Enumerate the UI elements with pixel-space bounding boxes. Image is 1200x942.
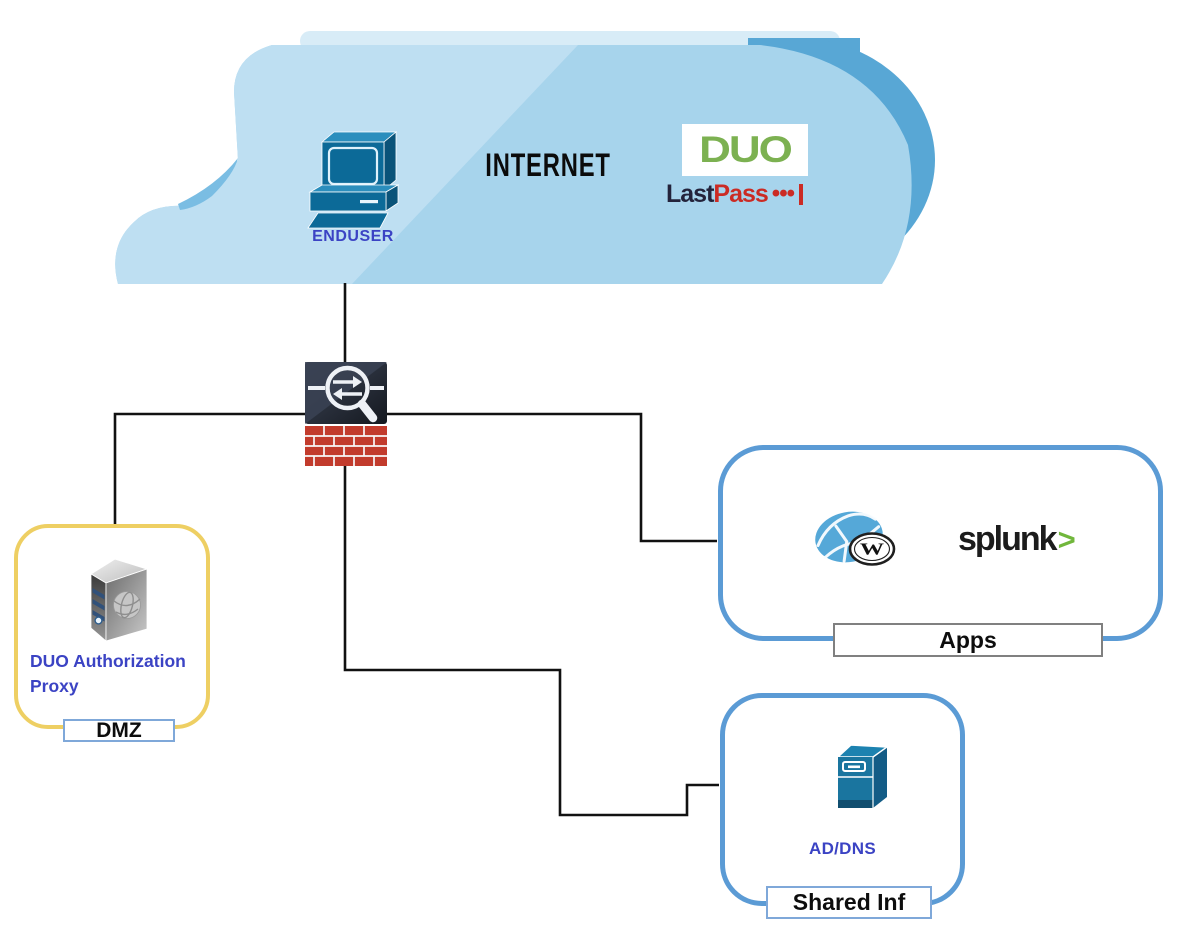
apps-zone-box xyxy=(718,445,1163,641)
shared-inf-zone-label: Shared Inf xyxy=(766,886,932,919)
splunk-logo-text: splunk xyxy=(958,520,1058,558)
duo-logo: DUO xyxy=(682,124,808,176)
lastpass-bar xyxy=(799,183,804,205)
ad-dns-node-label: AD/DNS xyxy=(809,839,876,858)
wordpress-w: W xyxy=(860,539,884,559)
duo-logo-text: DUO xyxy=(699,128,793,171)
connector-firewall-shared xyxy=(343,466,719,817)
splunk-logo: splunk > xyxy=(958,520,1076,559)
wordpress-globe-icon: W xyxy=(815,511,896,566)
connector-firewall-dmz xyxy=(113,412,305,526)
connectors xyxy=(113,283,719,817)
dmz-zone-label: DMZ xyxy=(63,719,175,742)
enduser-computer-icon xyxy=(307,131,400,229)
splunk-chevron: > xyxy=(1057,522,1076,557)
connector-firewall-apps xyxy=(387,412,717,543)
firewall-icon xyxy=(305,362,387,466)
internet-cloud xyxy=(115,31,935,284)
dmz-node-label: DUO Authorization Proxy xyxy=(30,651,186,696)
lastpass-last-text: Last xyxy=(666,179,714,208)
proxy-server-icon xyxy=(90,558,149,642)
server-tower-icon xyxy=(836,744,890,808)
cloud-notch-shade xyxy=(178,158,238,210)
lastpass-dots: ••• xyxy=(771,180,795,207)
enduser-label: ENDUSER xyxy=(312,228,394,245)
brick-wall xyxy=(305,426,387,466)
lastpass-pass-text: Pass xyxy=(713,179,768,208)
server-globe-emblem xyxy=(113,591,141,619)
inspection-glyph xyxy=(308,365,384,423)
shared-inf-zone-box xyxy=(720,693,965,906)
internet-label: INTERNET xyxy=(485,148,611,184)
power-button xyxy=(94,616,103,625)
apps-zone-label: Apps xyxy=(833,623,1103,657)
